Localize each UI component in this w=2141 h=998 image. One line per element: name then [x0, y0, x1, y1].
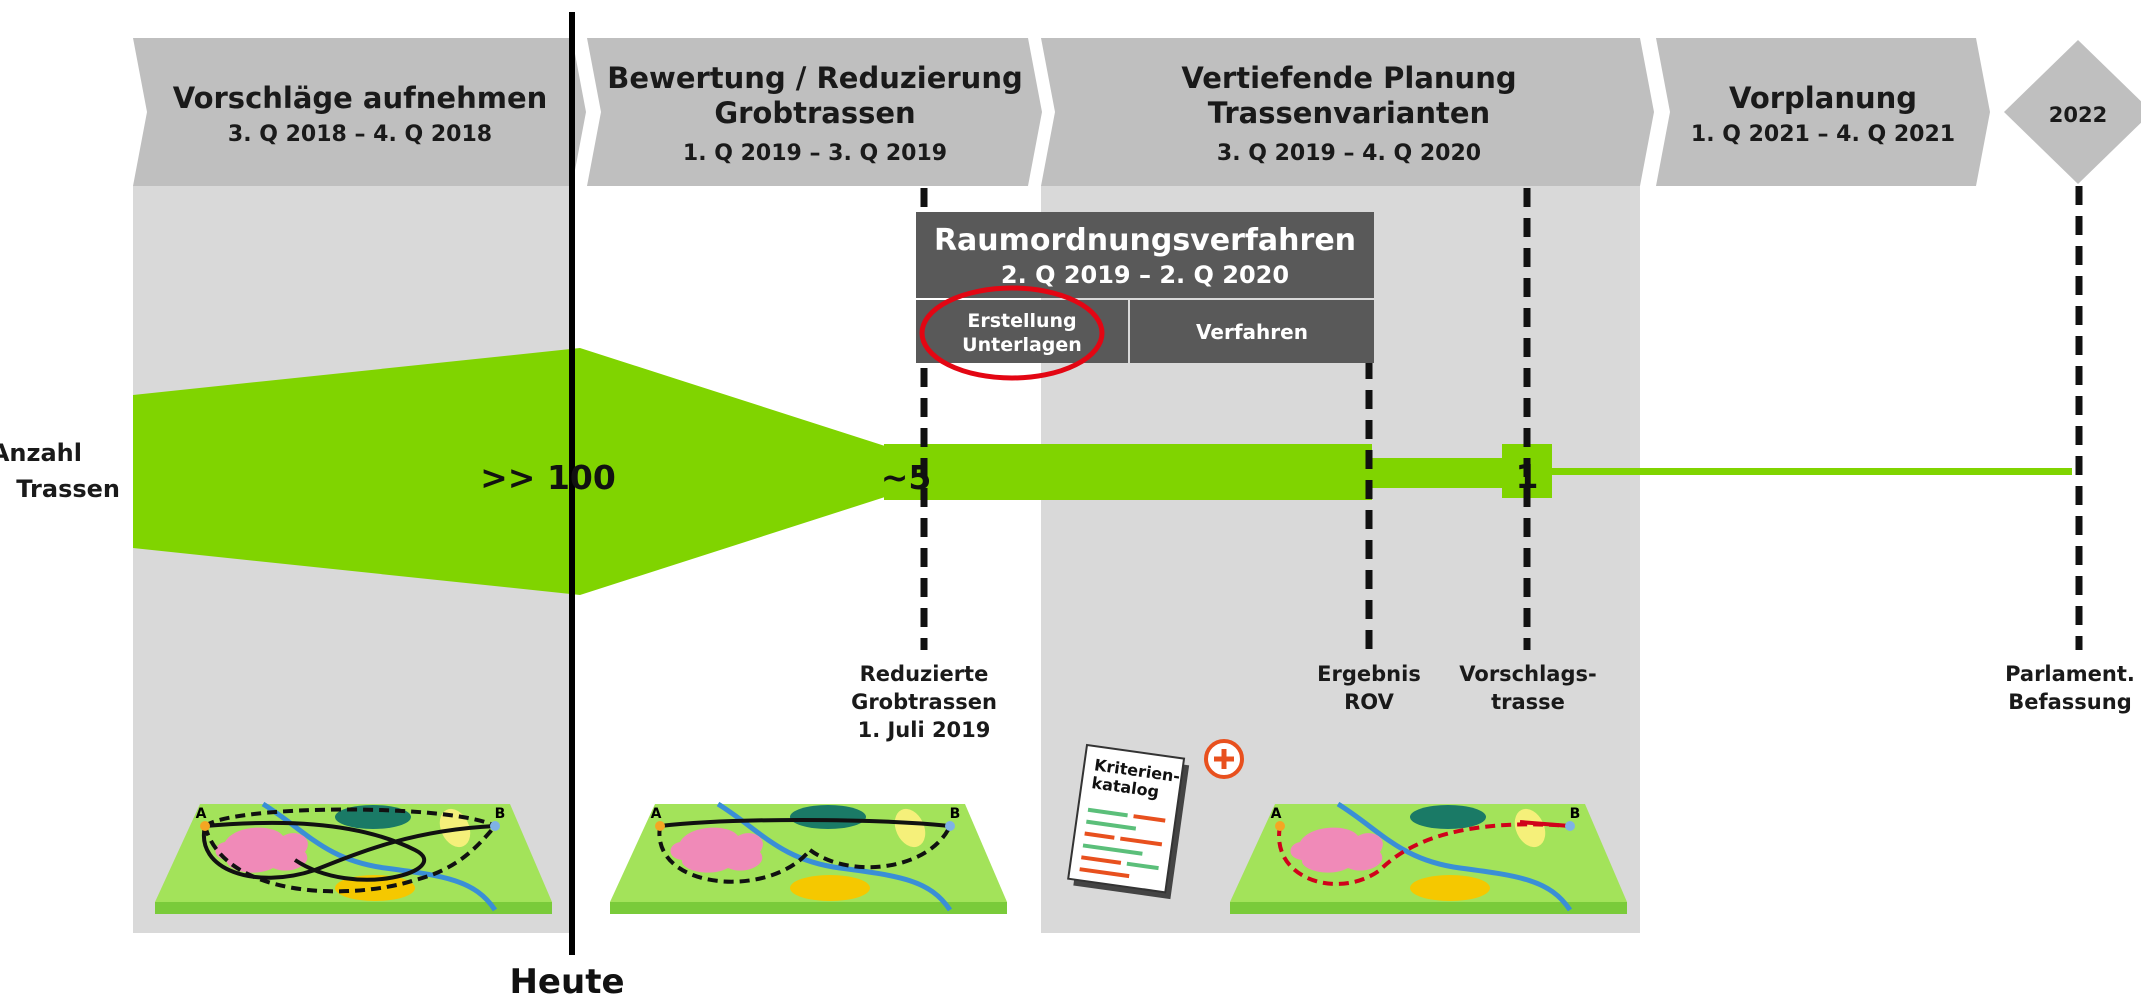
map-lake-yellow — [790, 875, 870, 901]
map-route-1 — [203, 807, 496, 828]
phase-4-dates: 1. Q 2021 – 4. Q 2021 — [1691, 122, 1955, 147]
phase-3-dates: 3. Q 2019 – 4. Q 2020 — [1217, 141, 1481, 166]
today-label: Heute — [509, 962, 624, 998]
map-river — [1336, 801, 1573, 912]
rov-box — [916, 212, 1374, 298]
trassen-funnel — [133, 348, 885, 595]
catalog-row — [1133, 814, 1166, 823]
map-route-1 — [659, 818, 951, 828]
map-route-3 — [204, 820, 426, 882]
criteria-catalog-document: Kriterien- katalog — [1067, 743, 1190, 900]
catalog-row — [1079, 867, 1130, 879]
phase-3-arrow — [1041, 38, 1654, 186]
map-edge — [610, 902, 1007, 914]
count-second: ~5 — [881, 458, 932, 497]
milestone-2-line2: ROV — [1344, 690, 1394, 714]
map-river — [261, 801, 498, 912]
phase-1-title: Vorschläge aufnehmen — [173, 81, 548, 115]
map-lake-pink — [1290, 827, 1383, 873]
phase-2-title-line2: Grobtrassen — [714, 96, 915, 130]
phase-2-title: Bewertung / Reduzierung — [607, 61, 1022, 95]
catalog-row — [1081, 855, 1122, 865]
rov-sub-left-line2: Unterlagen — [962, 334, 1082, 356]
phase-3-title-line2: Trassenvarianten — [1208, 96, 1490, 130]
map-lake-yellow-small — [1514, 808, 1546, 848]
milestone-1-line2: Grobtrassen — [851, 690, 997, 714]
map-point-b — [490, 821, 500, 831]
milestone-4-line1: Parlament. — [2005, 662, 2135, 686]
phase-4-title: Vorplanung — [1729, 81, 1917, 115]
map-route-3 — [808, 825, 952, 870]
count-first: >> 100 — [480, 458, 616, 497]
add-icon — [1204, 739, 1244, 779]
map-lake-yellow-small — [894, 808, 926, 848]
map-point-a — [200, 821, 210, 831]
row-label-line1: Anzahl — [0, 439, 82, 467]
count-third: 1 — [1516, 457, 1539, 496]
milestone-3-line1: Vorschlags- — [1459, 662, 1596, 686]
map-point-b — [945, 821, 955, 831]
milestone-3-line2: trasse — [1491, 690, 1565, 714]
trassen-band-narrow — [1370, 458, 1506, 488]
map-label-a: A — [651, 806, 662, 822]
highlight-ring — [919, 285, 1105, 381]
rov-title: Raumordnungsverfahren — [934, 223, 1356, 258]
map-label-a: A — [196, 806, 207, 822]
phase-1-dates: 3. Q 2018 – 4. Q 2018 — [228, 122, 492, 147]
map-lake-pink — [670, 827, 763, 873]
trassen-line — [1550, 468, 2072, 475]
map-selected-route-end — [1519, 820, 1571, 828]
map-river — [716, 801, 953, 912]
rov-sub-right-label: Verfahren — [1196, 320, 1308, 344]
phase-4-arrow — [1656, 38, 1990, 186]
phase-3-title: Vertiefende Planung — [1181, 61, 1516, 95]
map-lake-teal — [1410, 805, 1486, 829]
document-page — [1067, 743, 1186, 894]
catalog-row — [1084, 831, 1115, 840]
catalog-row — [1082, 843, 1143, 856]
map-selected-route — [1277, 822, 1571, 886]
row-label-line2: Trassen — [16, 475, 120, 503]
rov-sub-left-line1: Erstellung — [967, 310, 1076, 332]
rov-dates: 2. Q 2019 – 2. Q 2020 — [1001, 261, 1289, 289]
map-lake-yellow — [1410, 875, 1490, 901]
route-map-2: A B — [610, 801, 1007, 914]
milestone-1-line3: 1. Juli 2019 — [858, 718, 991, 742]
map-label-b: B — [950, 806, 961, 822]
route-map-1: A B — [155, 801, 552, 914]
route-map-3: A B — [1230, 801, 1627, 914]
map-route-4 — [203, 824, 497, 894]
map-lake-teal — [790, 805, 866, 829]
milestone-year: 2022 — [2049, 103, 2107, 127]
map-label-b: B — [1570, 806, 1581, 822]
milestone-2-line1: Ergebnis — [1317, 662, 1421, 686]
map-lake-pink — [215, 827, 308, 873]
phase-2-arrow — [587, 38, 1042, 186]
phase-2-dates: 1. Q 2019 – 3. Q 2019 — [683, 141, 947, 166]
rov-sub-right — [1130, 300, 1374, 363]
milestone-1-line1: Reduzierte — [860, 662, 989, 686]
milestone-4-line2: Befassung — [2008, 690, 2132, 714]
catalog-row — [1087, 807, 1128, 818]
map-edge — [1230, 902, 1627, 914]
map-label-b: B — [495, 806, 506, 822]
map-point-a — [1275, 821, 1285, 831]
map-label-a: A — [1271, 806, 1282, 822]
map-edge — [155, 902, 552, 914]
catalog-row — [1120, 836, 1163, 847]
map-point-b — [1565, 821, 1575, 831]
map-route-2 — [657, 825, 812, 884]
phase-1-arrow — [133, 38, 586, 186]
catalog-row — [1086, 819, 1137, 831]
map-point-a — [655, 821, 665, 831]
milestone-diamond — [2004, 40, 2141, 184]
catalog-row — [1126, 861, 1159, 871]
trassen-band-5 — [884, 444, 1372, 500]
